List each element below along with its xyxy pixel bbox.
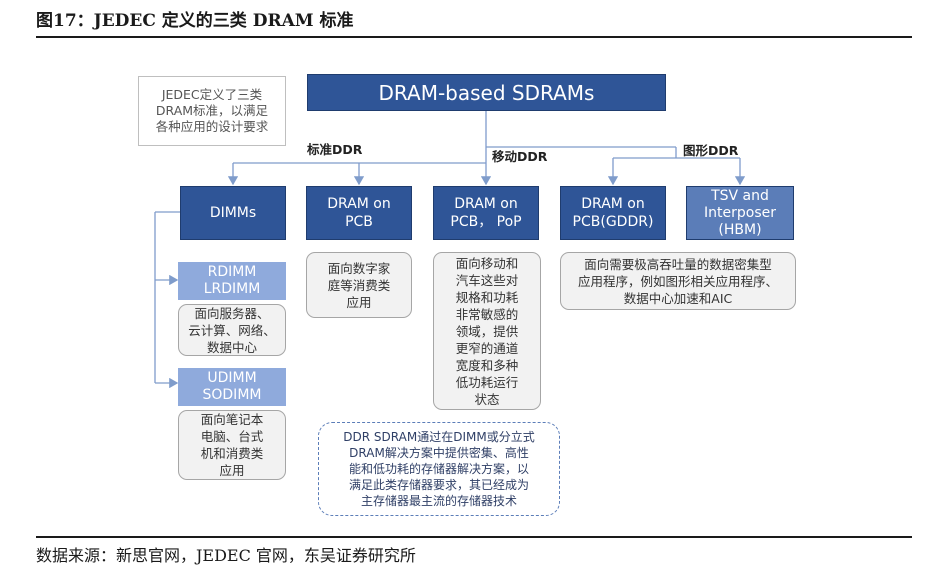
note-mobile-line-6: 更窄的通道 [455,340,519,356]
node-rdimm: RDIMM LRDIMM [178,262,286,300]
node-dram-pcb-gddr-line-2: PCB(GDDR) [572,214,654,230]
corner-note-line-2: DRAM标准，以满足 [155,103,269,118]
top-rule [36,36,912,38]
note-ddr-summary: DDR SDRAM通过在DIMM或分立式 DRAM解决方案中提供密集、高性 能和… [318,422,560,516]
node-dram-pcb-gddr: DRAM on PCB(GDDR) [560,186,666,240]
figure-title: 图17：JEDEC 定义的三类 DRAM 标准 [36,11,354,31]
note-consumer: 面向数字家 庭等消费类 应用 [306,252,412,318]
node-dram-pcb-line-1: DRAM on [327,196,391,212]
node-dram-pcb-pop: DRAM on PCB， PoP [433,186,539,240]
node-dram-pcb-pop-line-1: DRAM on [454,196,518,212]
node-dram-pcb: DRAM on PCB [306,186,412,240]
node-udimm: UDIMM SODIMM [178,368,286,406]
corner-note-line-3: 各种应用的设计要求 [155,119,269,134]
note-mobile: 面向移动和 汽车这些对 规格和功耗 非常敏感的 领域，提供 更窄的通道 宽度和多… [433,252,541,410]
note-ddr-summary-line-3: 能和低功耗的存储器解决方案，以 [348,462,529,476]
note-mobile-line-5: 领域，提供 [455,323,519,339]
corner-note-line-1: JEDEC定义了三类 [161,87,263,102]
note-ddr-summary-line-4: 满足此类存储器要求，其已经成为 [348,478,529,492]
note-consumer-line-2: 庭等消费类 [327,277,391,293]
note-udimm-line-1: 面向笔记本 [200,412,264,427]
source-note: 数据来源：新思官网，JEDEC 官网，东吴证券研究所 [36,546,416,565]
note-udimm: 面向笔记本 电脑、台式 机和消费类 应用 [178,410,286,480]
node-dram-pcb-gddr-line-1: DRAM on [581,196,645,212]
note-rdimm: 面向服务器、 云计算、网络、 数据中心 [178,304,286,356]
note-udimm-line-2: 电脑、台式 [200,429,264,444]
note-graphics-line-1: 面向需要极高吞吐量的数据密集型 [584,256,772,272]
node-tsv-line-1: TSV and [711,187,769,204]
node-tsv-line-2: Interposer [704,204,776,221]
branch-label-standard: 标准DDR [307,142,363,157]
note-mobile-line-3: 规格和功耗 [455,289,519,305]
note-ddr-summary-line-5: 主存储器最主流的存储器技术 [360,494,517,508]
note-consumer-line-1: 面向数字家 [327,260,391,276]
note-mobile-line-1: 面向移动和 [455,255,519,271]
note-consumer-line-3: 应用 [346,294,372,310]
node-rdimm-line-1: RDIMM [207,264,257,280]
node-tsv-hbm: TSV and Interposer (HBM) [686,186,794,240]
node-dimms: DIMMs [180,186,286,240]
branch-label-graphics: 图形DDR [683,143,739,158]
note-ddr-summary-line-1: DDR SDRAM通过在DIMM或分立式 [343,430,535,444]
root-node: DRAM-based SDRAMs [307,74,666,111]
note-rdimm-line-1: 面向服务器、 [194,305,270,321]
note-udimm-line-4: 应用 [219,463,245,478]
node-dram-pcb-pop-line-2: PCB， PoP [450,214,522,230]
note-graphics-line-3: 数据中心加速和AIC [623,290,733,306]
note-mobile-line-7: 宽度和多种 [455,357,519,373]
node-dram-pcb-line-2: PCB [345,214,373,230]
bottom-rule [36,536,912,538]
branch-label-mobile: 移动DDR [492,149,548,164]
note-graphics-line-2: 应用程序，例如图形相关应用程序、 [577,273,778,289]
note-udimm-line-3: 机和消费类 [200,446,264,461]
note-mobile-line-4: 非常敏感的 [455,306,519,322]
corner-note: JEDEC定义了三类 DRAM标准，以满足 各种应用的设计要求 [138,76,286,146]
note-rdimm-line-3: 数据中心 [206,339,257,355]
note-graphics: 面向需要极高吞吐量的数据密集型 应用程序，例如图形相关应用程序、 数据中心加速和… [560,252,796,310]
note-mobile-line-9: 状态 [474,391,500,407]
node-udimm-line-2: SODIMM [202,387,262,403]
note-mobile-line-8: 低功耗运行 [455,374,519,390]
node-tsv-line-3: (HBM) [718,221,762,238]
node-udimm-line-1: UDIMM [207,370,257,386]
note-mobile-line-2: 汽车这些对 [455,272,519,288]
node-rdimm-line-2: LRDIMM [203,281,261,297]
note-ddr-summary-line-2: DRAM解决方案中提供密集、高性 [349,446,529,460]
note-rdimm-line-2: 云计算、网络、 [188,322,276,338]
